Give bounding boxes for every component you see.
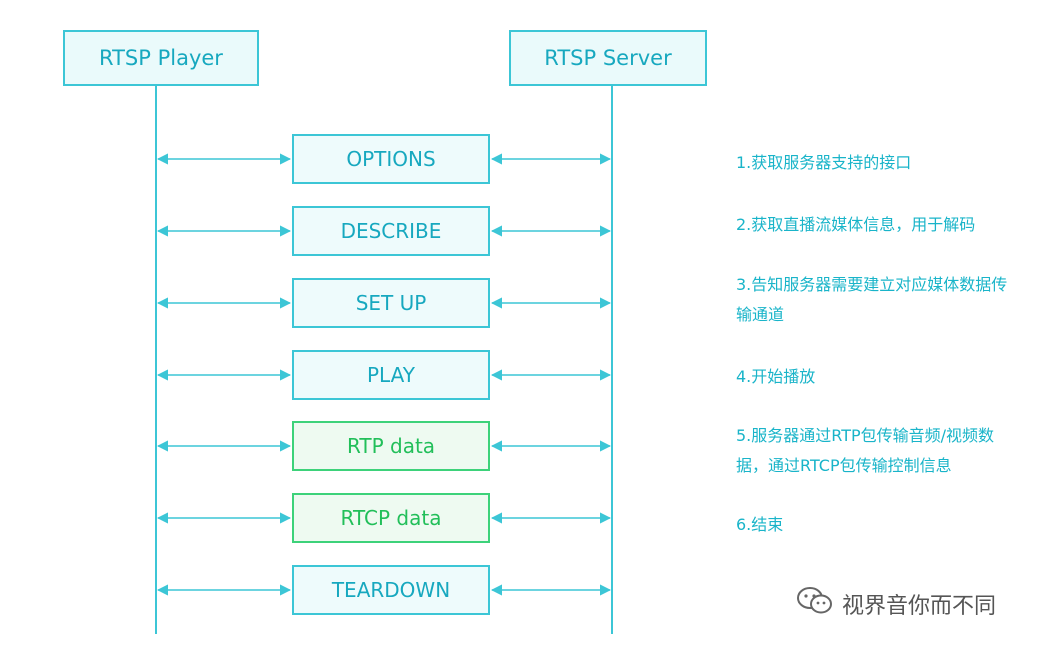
- actor-rtsp-player-label: RTSP Player: [99, 46, 223, 70]
- watermark: 视界音你而不同: [796, 586, 996, 622]
- message-play-label: PLAY: [366, 363, 415, 387]
- message-rtcp-data: RTCP data: [292, 493, 490, 543]
- actor-rtsp-server-label: RTSP Server: [544, 46, 672, 70]
- player-lifeline: [155, 86, 157, 634]
- actor-rtsp-server: RTSP Server: [509, 30, 707, 86]
- watermark-text: 视界音你而不同: [842, 594, 997, 619]
- wechat-icon: [796, 586, 834, 622]
- server-lifeline: [611, 86, 613, 634]
- note-5: 5.服务器通过RTP包传输音频/视频数据，通过RTCP包传输控制信息: [736, 426, 995, 475]
- note-2: 2.获取直播流媒体信息，用于解码: [736, 215, 976, 234]
- message-rtcp-data-label: RTCP data: [340, 506, 442, 530]
- message-rtp-data: RTP data: [292, 421, 490, 471]
- message-describe-label: DESCRIBE: [340, 219, 442, 243]
- message-setup: SET UP: [292, 278, 490, 328]
- message-rtp-data-label: RTP data: [346, 434, 436, 458]
- message-play: PLAY: [292, 350, 490, 400]
- message-teardown-label: TEARDOWN: [331, 578, 451, 602]
- message-teardown: TEARDOWN: [292, 565, 490, 615]
- note-6: 6.结束: [736, 515, 784, 534]
- message-setup-label: SET UP: [355, 291, 427, 315]
- message-describe: DESCRIBE: [292, 206, 490, 256]
- note-1: 1.获取服务器支持的接口: [736, 153, 912, 172]
- note-4: 4.开始播放: [736, 367, 816, 386]
- message-options-label: OPTIONS: [346, 147, 436, 171]
- message-options: OPTIONS: [292, 134, 490, 184]
- note-3: 3.告知服务器需要建立对应媒体数据传输通道: [736, 275, 1008, 324]
- actor-rtsp-player: RTSP Player: [63, 30, 259, 86]
